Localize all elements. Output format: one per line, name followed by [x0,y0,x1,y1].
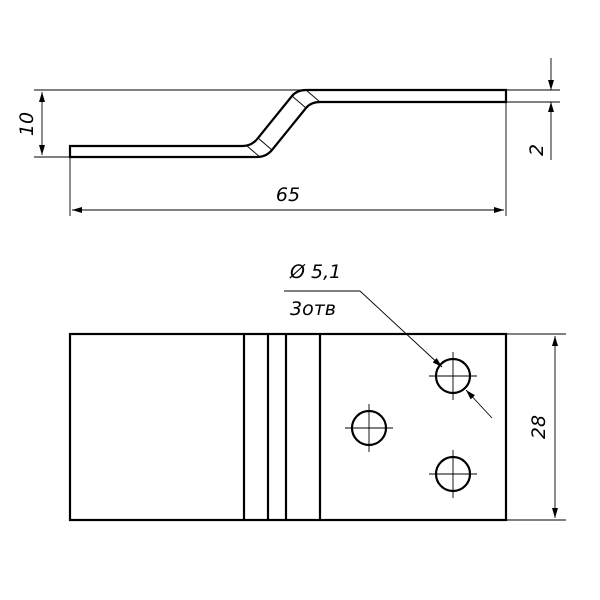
hole-leader [359,290,443,368]
width-dimension-label: 28 [528,415,550,439]
height-dimension-label: 10 [16,112,38,136]
bend-line [257,137,273,151]
mounting-hole [345,404,393,452]
bend-line [305,89,321,103]
thickness-dimension-label: 2 [526,144,548,156]
bend-line [291,95,307,109]
plate-outline [68,332,508,522]
hole-leader-arrow [465,389,493,419]
mounting-hole [429,450,477,498]
hole-diameter-label: Ø 5,1 [289,261,341,283]
bend-line [246,145,261,158]
side-view: 10 2 65 [16,58,560,216]
bent-plate-profile [68,88,508,159]
hole-count-label: 3отв [290,298,336,320]
top-view: Ø 5,1 3отв 28 [68,261,566,522]
length-dimension-label: 65 [276,184,300,206]
mounting-hole [429,352,477,400]
